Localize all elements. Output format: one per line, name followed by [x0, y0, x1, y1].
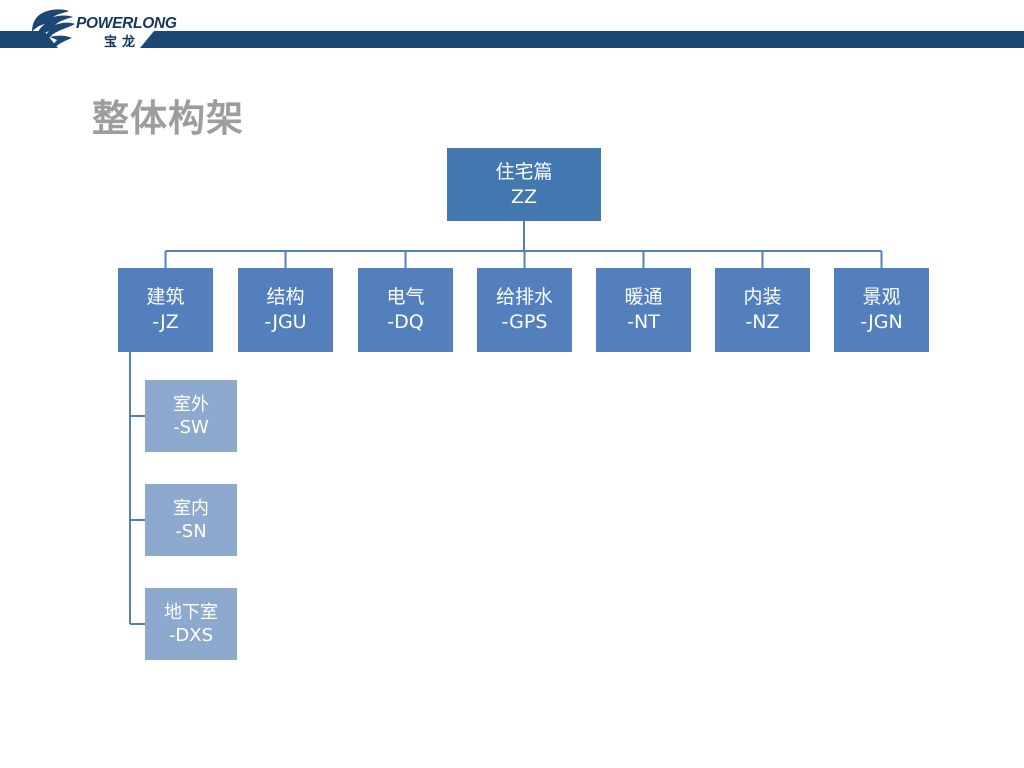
logo-wordmark-cn: 宝龙 [104, 35, 141, 50]
header-bar-left-segment [0, 31, 58, 48]
node-label-code: ZZ [510, 185, 538, 208]
node-label-code: -GPS [501, 311, 548, 333]
node-l2-nz[interactable]: 内装-NZ [715, 268, 810, 352]
node-label-cn: 结构 [266, 286, 305, 309]
node-label-code: -JGU [264, 311, 307, 333]
node-label-cn: 给排水 [495, 286, 553, 309]
header-band: POWERLONG 宝龙 [0, 0, 1024, 52]
node-label-code: -SN [175, 521, 207, 542]
node-label-code: -DXS [168, 625, 214, 646]
powerlong-dragon-icon [32, 9, 75, 48]
node-l2-jgn[interactable]: 景观-JGN [834, 268, 929, 352]
node-label-code: -JGN [860, 311, 903, 333]
node-label-cn: 室内 [173, 497, 209, 519]
node-label-code: -NZ [745, 311, 780, 333]
node-l3-sn[interactable]: 室内-SN [145, 484, 237, 556]
node-l3-dxs[interactable]: 地下室-DXS [145, 588, 237, 660]
node-label-cn: 室外 [173, 393, 209, 415]
node-label-cn: 景观 [862, 286, 901, 309]
node-label-cn: 地下室 [164, 601, 218, 623]
logo-wordmark: POWERLONG [76, 15, 177, 32]
node-label-cn: 建筑 [146, 286, 185, 309]
header-bar-main-segment [140, 31, 1024, 48]
node-label-code: -SW [173, 417, 209, 438]
node-label-cn: 电气 [386, 286, 425, 309]
node-l2-jz[interactable]: 建筑-JZ [118, 268, 213, 352]
node-label-code: -JZ [152, 311, 179, 333]
node-label-cn: 住宅篇 [495, 160, 553, 183]
node-label-cn: 内装 [743, 286, 782, 309]
node-label-cn: 暖通 [624, 286, 663, 309]
node-label-code: -DQ [387, 311, 424, 333]
page-title: 整体构架 [92, 97, 244, 140]
powerlong-logo: POWERLONG 宝龙 [24, 4, 177, 50]
node-l2-jgu[interactable]: 结构-JGU [238, 268, 333, 352]
node-label-code: -NT [627, 311, 660, 333]
node-l2-dq[interactable]: 电气-DQ [358, 268, 453, 352]
node-l3-sw[interactable]: 室外-SW [145, 380, 237, 452]
node-l2-nt[interactable]: 暖通-NT [596, 268, 691, 352]
node-l2-gps[interactable]: 给排水-GPS [477, 268, 572, 352]
